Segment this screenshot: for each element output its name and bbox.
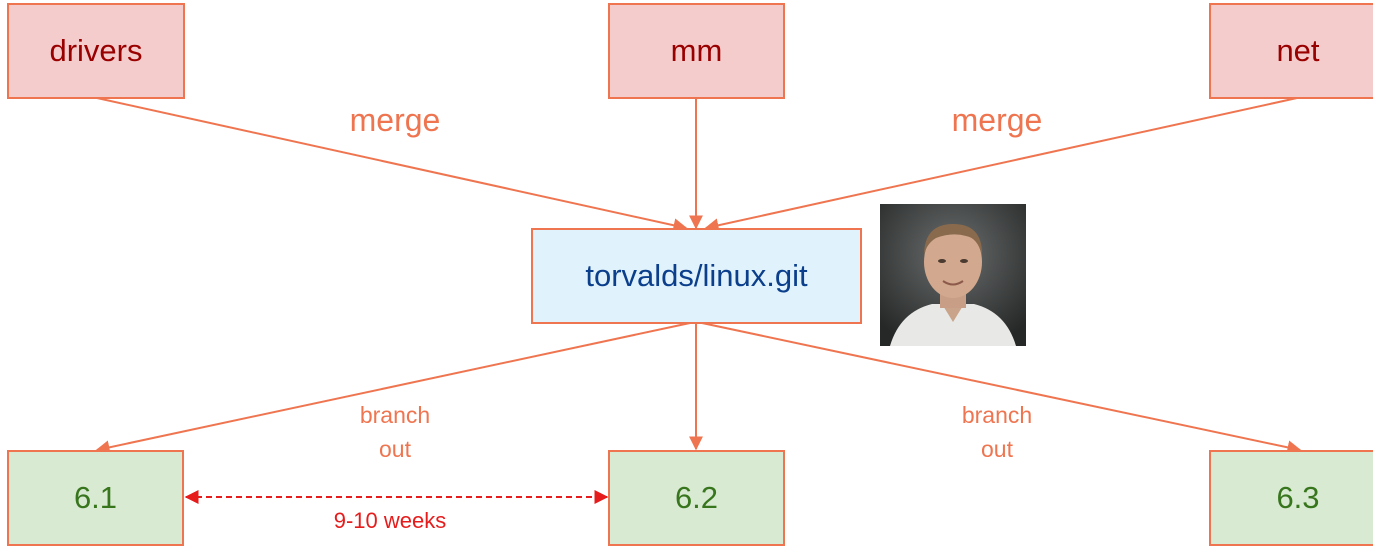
release-6-3-box: 6.3 <box>1209 450 1373 546</box>
release-6-1-box: 6.1 <box>7 450 184 546</box>
linus-photo <box>880 204 1026 346</box>
linux-repo-box: torvalds/linux.git <box>531 228 862 324</box>
branch-out-label-right: branch out <box>961 402 1033 462</box>
release-interval-label: 9-10 weeks <box>333 508 447 533</box>
subsystem-mm-box: mm <box>608 3 785 99</box>
merge-arrow-drivers <box>96 97 688 233</box>
subsystem-drivers-box: drivers <box>7 3 185 99</box>
merge-arrow-net <box>704 97 1298 233</box>
branch-out-label-left: branch out <box>359 402 431 462</box>
branch-arrow-6-1 <box>95 322 691 455</box>
release-6-2-box: 6.2 <box>608 450 785 546</box>
subsystem-net-box: net <box>1209 3 1373 99</box>
merge-label-right: merge <box>951 102 1043 138</box>
branch-arrow-6-3 <box>701 322 1302 455</box>
merge-label-left: merge <box>349 102 441 138</box>
